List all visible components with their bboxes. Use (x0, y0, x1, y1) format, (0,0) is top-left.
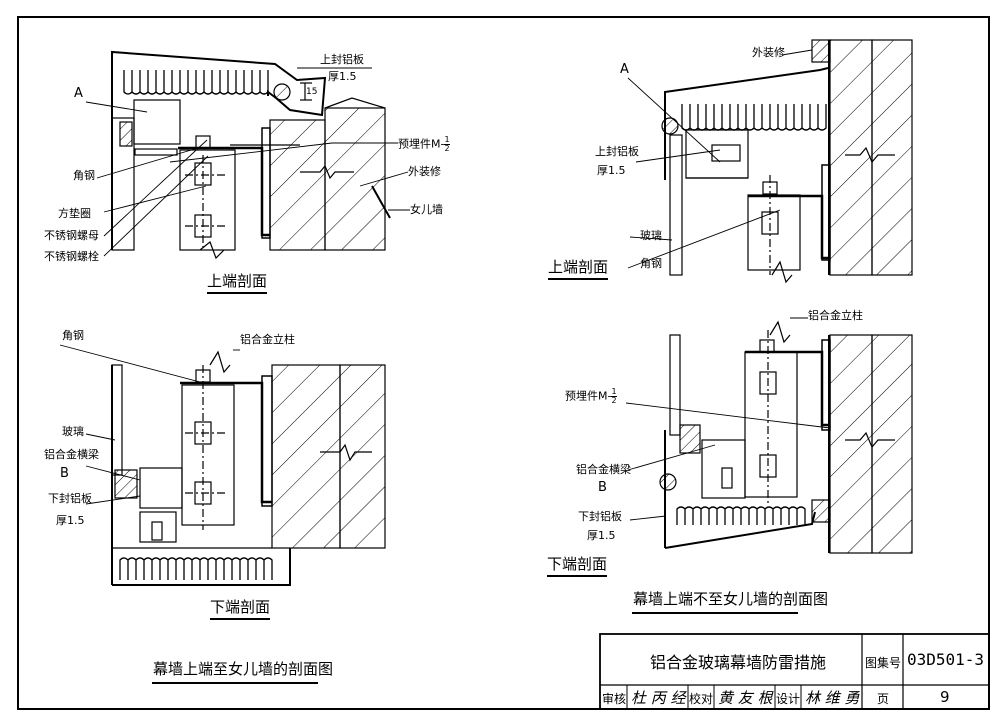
tl-bolt-label: 不锈钢螺栓 (44, 250, 99, 263)
review-signature: 杜 丙 经 (631, 689, 686, 707)
br-embed-text: 预埋件M- (565, 389, 612, 403)
br-beam-label: 铝合金横梁 (576, 463, 631, 476)
atlas-number: 03D501-3 (907, 650, 985, 669)
top-right-section-view (627, 39, 913, 284)
bl-beam-label: 铝合金横梁 (44, 448, 99, 461)
tr-angle-label: 角钢 (640, 257, 662, 270)
bottom-left-section-view (59, 344, 386, 586)
review-label: 审核 (602, 692, 627, 706)
tl-embed-den: 2 (444, 144, 450, 153)
bl-detail-b: B (60, 466, 69, 481)
tl-detail-a: A (74, 86, 83, 101)
top-left-section-view (85, 50, 410, 260)
right-main-title: 幕墙上端不至女儿墙的剖面图 (633, 590, 829, 608)
tr-top-cover-label: 上封铝板 (595, 145, 639, 158)
tl-exterior-label: 外装修 (408, 165, 441, 178)
bl-angle-label: 角钢 (62, 329, 84, 342)
bl-column-label: 铝合金立柱 (240, 333, 295, 346)
bl-bottom-cover-thickness: 厚1.5 (56, 514, 85, 527)
flexible-conductor (676, 506, 806, 525)
br-detail-b: B (598, 480, 607, 495)
sheet-border (17, 16, 990, 710)
flexible-conductor (681, 104, 827, 131)
design-signature: 林 维 勇 (805, 689, 860, 707)
flexible-conductor (119, 557, 273, 580)
br-embed-den: 2 (611, 396, 617, 405)
br-bottom-cover-thickness: 厚1.5 (587, 529, 616, 542)
tl-top-cover-thickness: 厚1.5 (328, 70, 357, 83)
left-main-title: 幕墙上端至女儿墙的剖面图 (153, 660, 334, 678)
page-number: 9 (940, 688, 950, 706)
tl-nut-label: 不锈钢螺母 (44, 229, 99, 242)
title-block (599, 633, 990, 710)
tl-caption: 上端剖面 (207, 270, 268, 294)
bl-glass-label: 玻璃 (62, 425, 84, 438)
atlas-label: 图集号 (865, 656, 902, 670)
design-label: 设计 (776, 692, 801, 706)
tl-washer-label: 方垫圈 (58, 207, 91, 220)
tr-detail-a: A (620, 62, 629, 77)
br-embed-num: 1 (611, 387, 617, 397)
title-block-title: 铝合金玻璃幕墙防雷措施 (650, 653, 827, 672)
flexible-conductor (123, 70, 269, 95)
check-label: 校对 (689, 692, 714, 706)
br-caption: 下端剖面 (547, 553, 608, 577)
br-bottom-cover-label: 下封铝板 (578, 510, 622, 523)
tr-exterior-label: 外装修 (752, 46, 785, 59)
tl-embed-text: 预埋件M- (398, 137, 445, 151)
tl-angle-label: 角钢 (73, 169, 95, 182)
tr-top-cover-thickness: 厚1.5 (597, 164, 626, 177)
tl-parapet-label: 女儿墙 (410, 203, 443, 216)
tr-glass-label: 玻璃 (640, 229, 662, 242)
page-label: 页 (877, 692, 890, 706)
tl-dimension: 15 (306, 87, 318, 97)
bl-bottom-cover-label: 下封铝板 (48, 492, 92, 505)
check-signature: 黄 友 根 (718, 689, 773, 707)
tl-top-cover-label: 上封铝板 (320, 53, 364, 66)
bottom-right-section-view (625, 317, 913, 554)
br-column-label: 铝合金立柱 (808, 309, 863, 322)
tl-embed-num: 1 (444, 135, 450, 145)
tr-caption: 上端剖面 (548, 256, 609, 280)
bl-caption: 下端剖面 (210, 596, 271, 620)
